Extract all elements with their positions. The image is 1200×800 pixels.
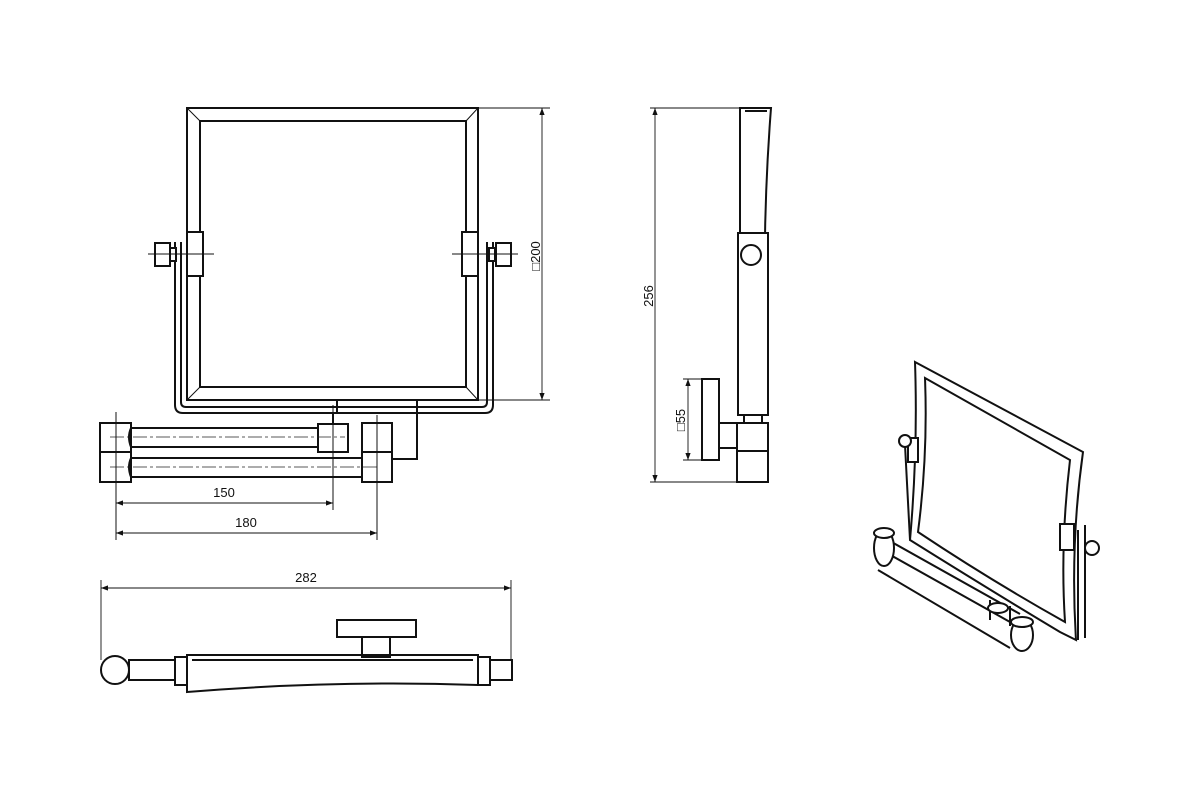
dimension-label-arm-short: 150 xyxy=(213,485,235,500)
mirror-frame-iso xyxy=(908,360,1085,642)
dimension-total-width: 282 xyxy=(100,570,512,660)
dimension-wall-plate: □55 xyxy=(673,378,702,461)
dimension-label-arm-long: 180 xyxy=(235,515,257,530)
dimension-arm-long: 180 xyxy=(116,515,377,536)
mirror-top xyxy=(186,654,479,694)
front-view: □200 150 180 xyxy=(99,107,550,540)
dimension-label-wall-plate: □55 xyxy=(673,409,688,431)
pivot-knob-side xyxy=(740,244,762,266)
wall-plate-side xyxy=(701,378,720,461)
swing-arm xyxy=(99,400,418,540)
dimension-mirror-size: □200 xyxy=(478,107,550,401)
arm-joint-top xyxy=(100,655,130,685)
dimension-label-total-width: 282 xyxy=(295,570,317,585)
wall-plate-top xyxy=(336,619,417,638)
side-view: 256 □55 xyxy=(641,107,773,483)
dimension-arm-short: 150 xyxy=(116,485,333,506)
dimension-label-total-height: 256 xyxy=(641,285,656,307)
top-view: 282 xyxy=(100,570,513,694)
dimension-total-height: 256 xyxy=(641,107,740,483)
dimension-label-mirror-size: □200 xyxy=(528,241,543,271)
isometric-view xyxy=(873,360,1100,652)
mirror-frame xyxy=(186,107,479,401)
